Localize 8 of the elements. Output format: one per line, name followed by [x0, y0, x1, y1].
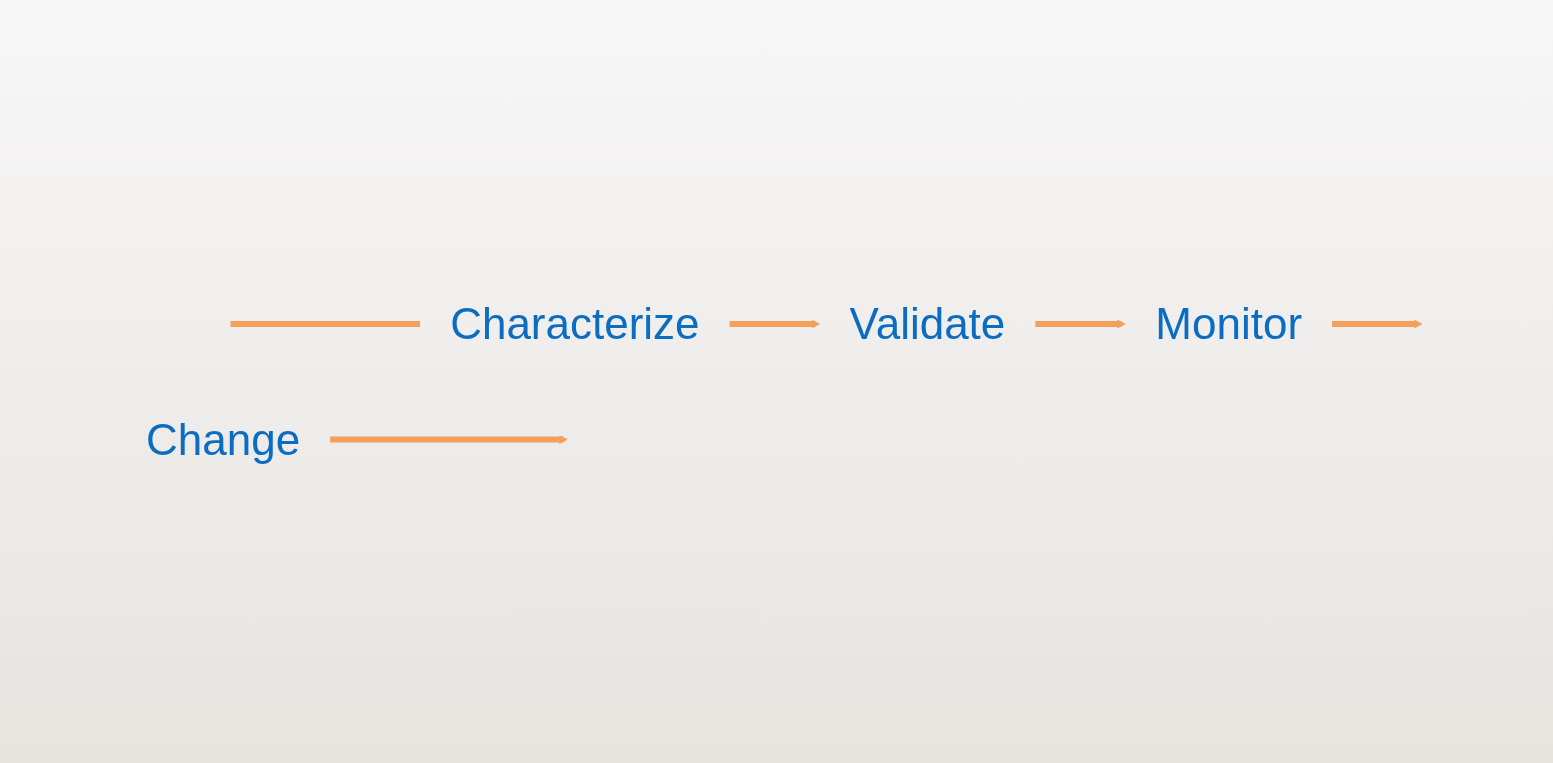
arrow	[1332, 319, 1423, 329]
step-label: Monitor	[1155, 298, 1302, 348]
arrow	[1035, 319, 1126, 329]
arrow	[330, 434, 568, 444]
step-label: Characterize	[450, 298, 700, 348]
arrow	[729, 319, 820, 329]
step-label: Validate	[849, 298, 1006, 348]
step-label: Change	[145, 414, 301, 464]
